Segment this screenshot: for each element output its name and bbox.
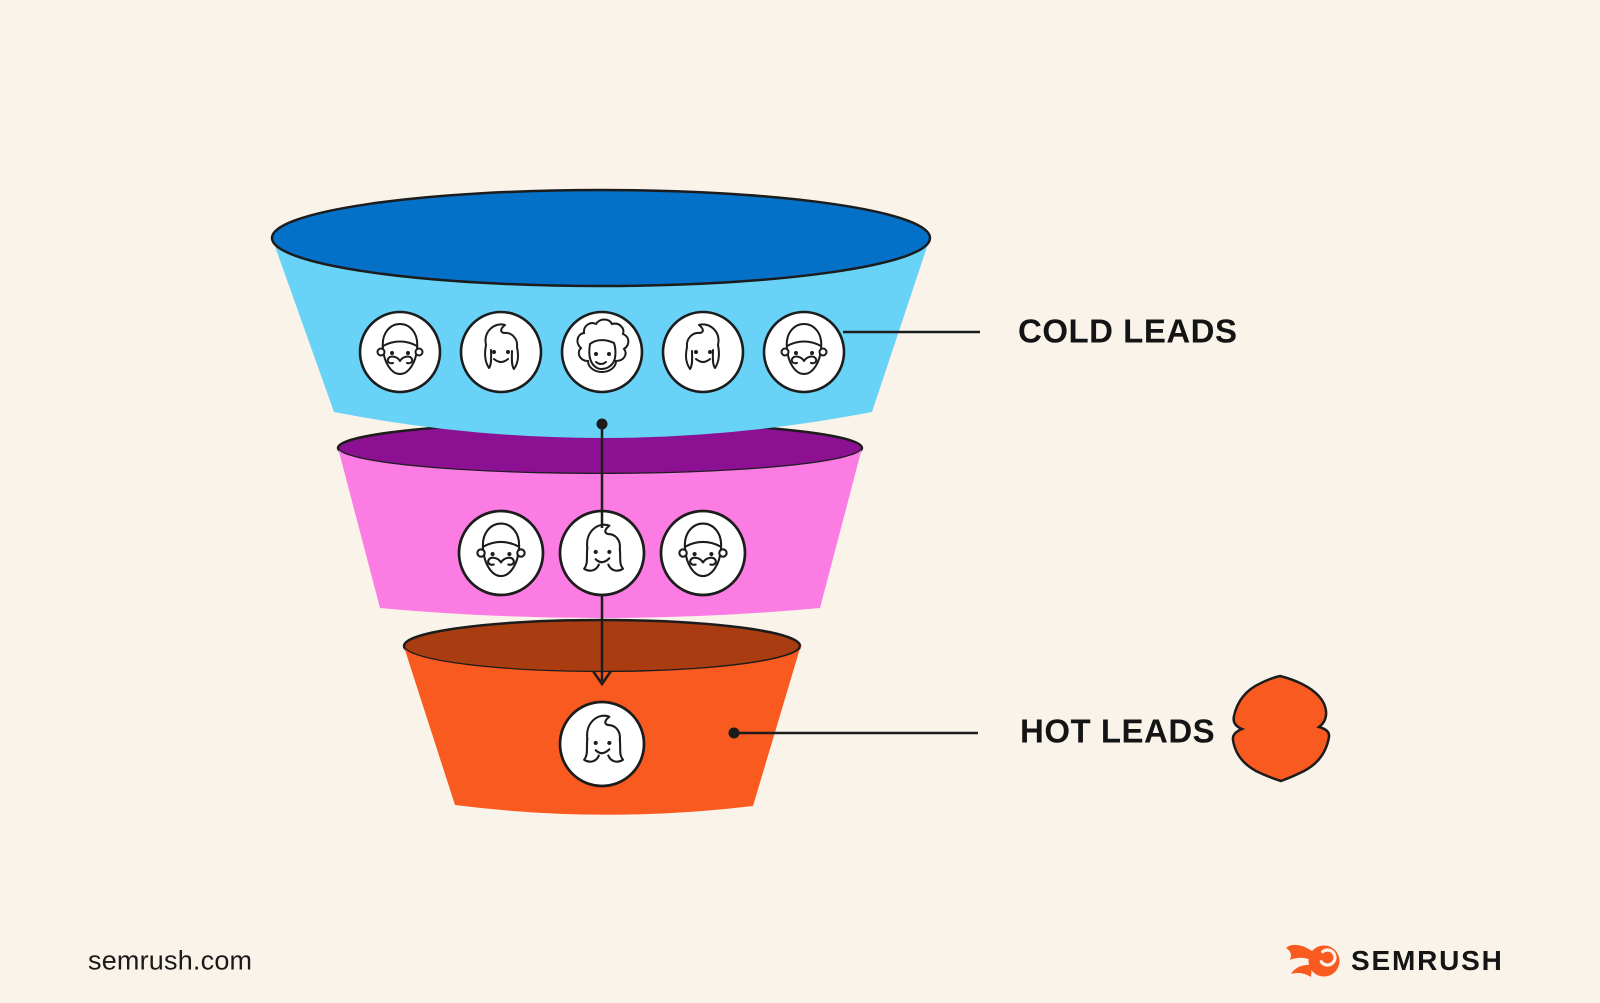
lead-avatar-bearded-man xyxy=(457,509,545,597)
comet-highlight-ring xyxy=(1318,948,1337,967)
lead-avatar-bearded-man xyxy=(659,509,747,597)
lead-avatar-bearded-man xyxy=(358,310,442,394)
semrush-logo-icon xyxy=(1286,944,1340,977)
site-url: semrush.com xyxy=(88,945,253,976)
flow-arrowhead xyxy=(591,670,613,687)
hot-leads-label: HOT LEADS xyxy=(1020,712,1216,750)
lead-avatar-woman-wave xyxy=(459,310,543,394)
lead-avatar-afro xyxy=(560,310,644,394)
lead-avatar-bearded-man xyxy=(762,310,846,394)
flow-arrow xyxy=(591,418,613,687)
flow-arrow-start-dot xyxy=(596,418,608,430)
lead-avatar-woman-wave xyxy=(661,310,745,394)
hot-tier-leads xyxy=(558,700,646,788)
cold-leads-label: COLD LEADS xyxy=(1018,312,1238,350)
cold-tier-rim xyxy=(270,188,932,288)
semrush-flame-blob xyxy=(1231,674,1331,783)
hot-connector-line xyxy=(728,727,978,739)
brand-wordmark: SEMRUSH xyxy=(1351,945,1504,976)
lead-avatar-woman-bob xyxy=(558,700,646,788)
